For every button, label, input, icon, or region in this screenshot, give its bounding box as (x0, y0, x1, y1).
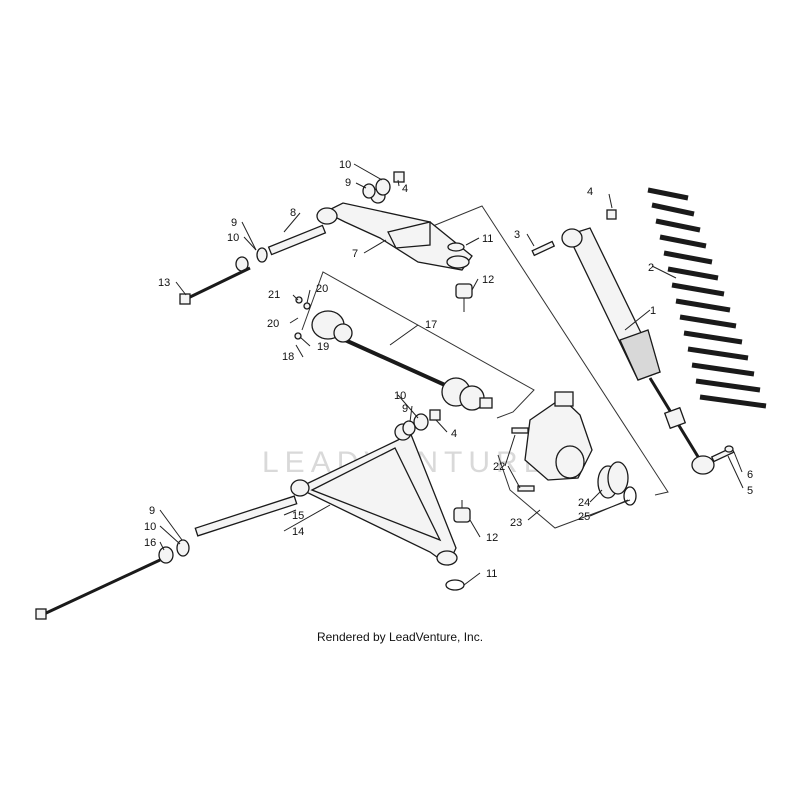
callout-1: 1 (650, 305, 656, 317)
callout-10: 10 (144, 521, 156, 533)
callout-5: 5 (747, 485, 753, 497)
snap-ring-11-upper (447, 242, 465, 252)
callout-8: 8 (290, 207, 296, 219)
callout-4: 4 (451, 428, 457, 440)
callout-21: 21 (268, 289, 280, 301)
callout-17: 17 (425, 319, 437, 331)
callout-2: 2 (648, 262, 654, 274)
washer-9-lower-right (402, 420, 416, 436)
callout-11: 11 (486, 568, 497, 580)
pivot-sleeve-8 (267, 224, 327, 256)
coil-spring (647, 187, 767, 409)
clip-20-upper (303, 302, 311, 310)
callout-7: 7 (352, 248, 358, 260)
ring-21 (295, 296, 303, 304)
callout-10: 10 (339, 159, 351, 171)
clip-19 (294, 332, 302, 340)
shock-absorber (561, 227, 715, 475)
callout-14: 14 (292, 526, 304, 538)
callout-11: 11 (482, 233, 493, 245)
leader-lines (159, 163, 744, 586)
upper-a-arm (316, 188, 473, 271)
callout-12: 12 (486, 532, 498, 544)
bolt-long-lower (43, 558, 161, 616)
bushing-10-upper-right (375, 178, 391, 196)
callout-16: 16 (144, 537, 156, 549)
snap-ring-11-lower (445, 579, 465, 591)
washer-9-upper-right (362, 183, 376, 199)
callout-10: 10 (394, 390, 406, 402)
bolt-13 (187, 266, 251, 300)
bolt-3 (531, 240, 556, 257)
washer-6 (724, 445, 734, 453)
wheel-bearing-24 (597, 461, 629, 499)
ball-joint-12-lower (453, 500, 471, 523)
callout-9: 9 (231, 217, 237, 229)
callout-25: 25 (578, 511, 590, 523)
bolt-13-head (179, 293, 191, 305)
callout-24: 24 (578, 497, 590, 509)
nut-4-shock (606, 209, 617, 220)
bushing-10-upper-left (256, 247, 268, 263)
callout-18: 18 (282, 351, 294, 363)
callout-20: 20 (316, 283, 328, 295)
callout-12: 12 (482, 274, 494, 286)
axle-group-outline (301, 271, 535, 419)
steering-knuckle (524, 391, 593, 481)
nut-4-upper (393, 171, 405, 183)
lower-a-arm (290, 423, 458, 566)
cv-axle (311, 310, 493, 411)
callout-20: 20 (267, 318, 279, 330)
bolt-22-lower (517, 485, 535, 492)
callout-23: 23 (510, 517, 522, 529)
callout-22: 22 (493, 461, 505, 473)
callout-labels: 10 9 4 8 9 10 13 7 11 12 4 3 2 1 6 5 21 … (144, 159, 753, 580)
knuckle-group-outline (497, 454, 631, 529)
bolt-long-lower-head (35, 608, 47, 620)
callout-4: 4 (402, 183, 408, 195)
callout-3: 3 (514, 229, 520, 241)
bolt-22-upper (511, 427, 529, 434)
callout-9: 9 (402, 403, 408, 415)
callout-15: 15 (292, 510, 304, 522)
render-credit: Rendered by LeadVenture, Inc. (316, 630, 484, 644)
callout-4: 4 (587, 186, 593, 198)
callout-9: 9 (149, 505, 155, 517)
callout-13: 13 (158, 277, 170, 289)
shock-group-outline (427, 205, 669, 496)
ball-joint-12-upper (455, 283, 473, 312)
callout-9: 9 (345, 177, 351, 189)
pivot-sleeve-15 (194, 495, 298, 537)
nut-4-lower (429, 409, 441, 421)
snap-ring-25 (623, 486, 637, 506)
callout-10: 10 (227, 232, 239, 244)
callout-19: 19 (317, 341, 329, 353)
washer-16 (158, 546, 174, 564)
callout-6: 6 (747, 469, 753, 481)
